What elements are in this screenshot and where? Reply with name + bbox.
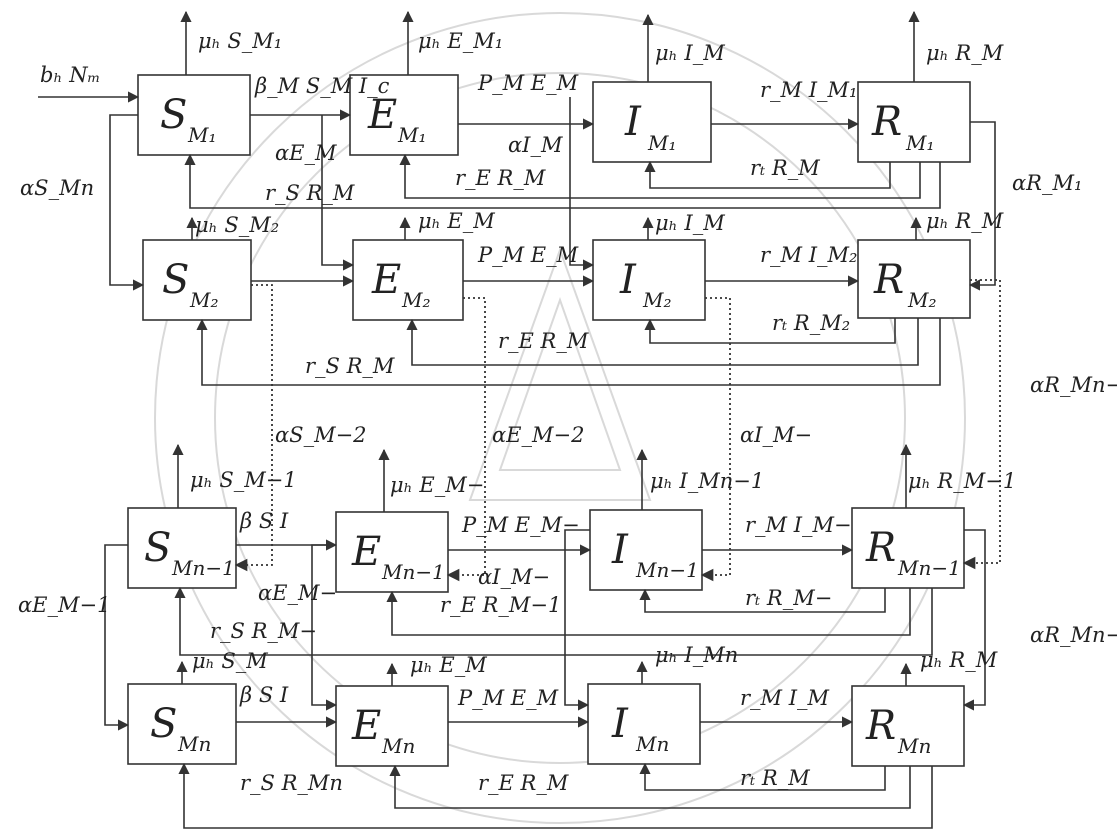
- label-mu-I-Mn1: μₕ I_Mn−1: [650, 469, 764, 493]
- label-rE-R-M-a: r_E R_M: [455, 166, 546, 190]
- label-rt-R-M3: rₜ R_M−: [745, 586, 832, 610]
- node-EM2-main: E: [371, 257, 401, 303]
- label-beta-3: β S I: [239, 509, 289, 533]
- label-aE-M: αE_M: [275, 141, 337, 165]
- label-rS-R-M-a: r_S R_M: [265, 181, 355, 205]
- label-rI-top: r_M I_M₁: [760, 78, 857, 102]
- label-rt-R-M-a: rₜ R_M: [750, 156, 820, 180]
- label-mu-R-M2: μₕ R_M: [926, 209, 1004, 233]
- node-SM2-sub: M₂: [189, 288, 219, 312]
- label-aE-Mn2: αE_M−2: [492, 423, 584, 447]
- node-SM1-main: S: [160, 92, 187, 138]
- label-PE-4: P_M E_M: [457, 686, 559, 710]
- node-EMn1-sub: Mn−1: [381, 560, 445, 584]
- node-RMn1-main: R: [865, 525, 896, 571]
- label-PE-3: P_M E_M−: [461, 513, 580, 537]
- label-mu-S-M2: μₕ S_M₂: [195, 213, 279, 237]
- label-aI-M3: αI_M−: [478, 565, 550, 589]
- node-IMn1-main: I: [611, 527, 629, 573]
- node-EMn-main: E: [351, 703, 381, 749]
- label-rt-R-M4: rₜ R_M: [740, 766, 810, 790]
- node-RM2-sub: M₂: [907, 288, 937, 312]
- label-aI-Mn: αI_M−: [740, 423, 812, 447]
- label-rS-R-Mn: r_S R_Mn: [240, 771, 343, 795]
- label-rE-R-M-b: r_E R_M: [498, 329, 589, 353]
- label-beta-4: β S I: [239, 683, 289, 707]
- label-mu-E-M2: μₕ E_M: [418, 209, 495, 233]
- node-EM1-main: E: [367, 92, 397, 138]
- label-rE-R-M1: r_E R_M−1: [440, 593, 561, 617]
- label-aI-M: αI_M: [508, 133, 563, 157]
- label-mu-E-Mn: μₕ E_M: [410, 653, 487, 677]
- node-RM2-main: R: [873, 257, 904, 303]
- node-IM1-main: I: [624, 99, 642, 145]
- node-EM2-sub: M₂: [401, 288, 431, 312]
- label-aE-Mn1: αE_M−1: [18, 593, 110, 617]
- node-IM2-main: I: [619, 257, 637, 303]
- node-IMn1-sub: Mn−1: [635, 558, 699, 582]
- label-aE-M3: αE_M−: [258, 581, 337, 605]
- node-RMn1-sub: Mn−1: [897, 556, 961, 580]
- label-aR-M1: αR_M₁: [1012, 171, 1082, 195]
- node-SMn-sub: Mn: [177, 732, 211, 756]
- label-rI-3: r_M I_M−: [745, 513, 852, 537]
- node-SMn1-sub: Mn−1: [171, 556, 235, 580]
- label-mu-R-Mn: μₕ R_M: [920, 648, 998, 672]
- node-IMn-sub: Mn: [635, 732, 669, 756]
- label-aS-Mn: αS_Mn: [20, 176, 94, 200]
- label-bh-NM: bₕ Nₘ: [40, 63, 100, 87]
- node-EMn-sub: Mn: [381, 734, 415, 758]
- label-aR-Mn1: αR_Mn−1: [1030, 623, 1117, 647]
- label-rS-R-M3: r_S R_M−: [210, 619, 317, 643]
- label-aR-Mn2: αR_Mn−2: [1030, 373, 1117, 397]
- label-mu-I-M1: μₕ I_M: [655, 41, 725, 65]
- label-mu-S-Mn1: μₕ S_M−1: [190, 468, 297, 492]
- node-IMn-main: I: [611, 701, 629, 747]
- label-rI-4: r_M I_M: [740, 686, 830, 710]
- node-SM2-main: S: [162, 257, 189, 303]
- node-IM1-sub: M₁: [647, 131, 677, 155]
- label-mu-E-M1: μₕ E_M₁: [418, 29, 503, 53]
- label-rt-R-M2: rₜ R_M₂: [772, 311, 850, 335]
- node-SMn1-main: S: [144, 525, 171, 571]
- node-RM1-sub: M₁: [905, 131, 935, 155]
- label-PE-2: P_M E_M: [477, 243, 579, 267]
- label-PE-top: P_M E_M: [477, 71, 579, 95]
- label-rE-R-M4: r_E R_M: [478, 771, 569, 795]
- node-IM2-sub: M₂: [642, 288, 672, 312]
- node-SM1-sub: M₁: [187, 123, 217, 147]
- label-mu-I-Mn: μₕ I_Mn: [655, 643, 738, 667]
- label-rS-R-M-b: r_S R_M: [305, 354, 395, 378]
- node-EMn1-main: E: [351, 529, 381, 575]
- node-RMn-main: R: [865, 703, 896, 749]
- label-beta-top: β_M S_M I_c: [254, 74, 390, 98]
- node-EM1-sub: M₁: [397, 123, 427, 147]
- label-mu-R-M1: μₕ R_M: [926, 41, 1004, 65]
- label-mu-S-M1: μₕ S_M₁: [198, 29, 282, 53]
- label-mu-I-M2: μₕ I_M: [655, 211, 725, 235]
- node-RMn-sub: Mn: [897, 734, 931, 758]
- label-mu-E-Mn1: μₕ E_M−: [390, 473, 484, 497]
- label-mu-R-Mn1: μₕ R_M−1: [908, 469, 1016, 493]
- node-RM1-main: R: [871, 99, 902, 145]
- label-mu-S-Mn: μₕ S_M: [192, 649, 268, 673]
- label-aS-Mn2: αS_M−2: [275, 423, 367, 447]
- label-rI-2: r_M I_M₂: [760, 243, 857, 267]
- node-SMn-main: S: [150, 701, 177, 747]
